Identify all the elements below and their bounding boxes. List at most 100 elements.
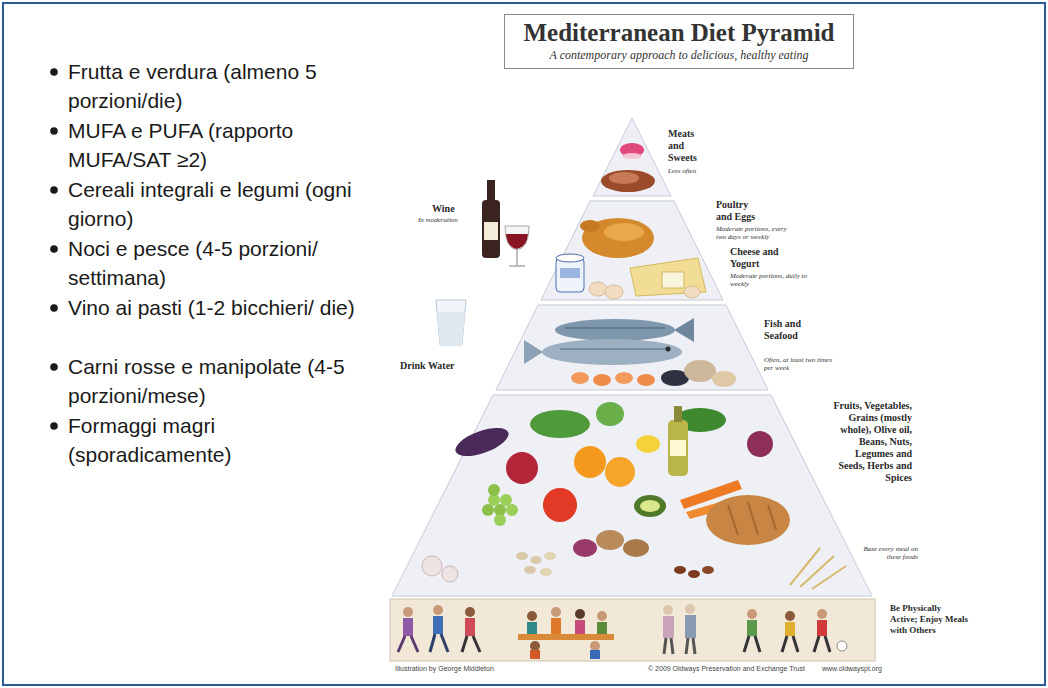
people-figure [747, 609, 757, 619]
website-note: www.oldwayspt.org [822, 664, 902, 673]
pyramid-tier [392, 395, 872, 596]
fish-seafood-food [571, 372, 589, 384]
plant-foods [540, 568, 552, 576]
people-figure [551, 618, 561, 634]
plant-foods [524, 566, 536, 574]
plant-foods [530, 410, 590, 438]
wine-bottle-glass [484, 222, 498, 240]
people-figure [685, 604, 695, 614]
plant-foods [768, 505, 776, 530]
bullet-dot [50, 127, 58, 135]
diet-guideline: Carni rosse e manipolate (4-5 porzioni/m… [68, 352, 368, 410]
title-box: Mediterranean Diet PyramidA contemporary… [504, 14, 853, 69]
fish-seafood-food [637, 374, 655, 386]
wine-bottle-glass [506, 234, 528, 249]
figure-frame [3, 3, 1045, 685]
plant-foods [605, 457, 635, 487]
people-figure [527, 611, 537, 621]
meats-sweets-food [622, 153, 642, 159]
people-figure [597, 611, 607, 621]
plant-foods [422, 402, 846, 589]
plant-foods [748, 502, 758, 535]
plant-foods [670, 440, 686, 456]
people-figure [817, 609, 827, 619]
people-figure [686, 638, 688, 654]
poultry-cheese-food [560, 268, 580, 278]
people-figure [462, 636, 467, 652]
plant-foods [574, 446, 606, 478]
people-figure [747, 620, 757, 636]
plant-foods [500, 494, 512, 506]
plant-foods [596, 402, 624, 426]
water-glass [436, 300, 466, 345]
bullet-dot [50, 68, 58, 76]
people-figure [793, 636, 798, 652]
plant-foods [674, 406, 682, 422]
people-figure [403, 618, 413, 636]
fish-seafood-food [666, 347, 671, 352]
people-figure [433, 605, 443, 615]
diet-guideline: Cereali integrali e legumi (ogni giorno) [68, 175, 368, 233]
plant-foods [543, 488, 577, 522]
wine-bottle-glass [509, 265, 525, 267]
people-figure [433, 616, 443, 634]
wine-bottle-glass [505, 226, 529, 250]
meats-sweets-food [601, 143, 655, 192]
tier-note: Less often [668, 167, 720, 175]
plant-foods [640, 500, 660, 512]
plant-foods [494, 514, 506, 526]
activity-band [390, 599, 875, 661]
diet-guideline: Formaggi magri (sporadicamente) [68, 411, 368, 469]
people-figure [597, 622, 607, 634]
meats-sweets-food [601, 170, 655, 192]
fish-seafood-food [524, 340, 543, 364]
poultry-cheese-food [589, 282, 607, 296]
fish-seafood-food [560, 348, 670, 350]
bullet-dot [50, 245, 58, 253]
pyramid-tier [593, 118, 671, 196]
fish-seafood-food [524, 318, 736, 387]
fish-seafood-food [565, 327, 665, 329]
meats-sweets-food [609, 172, 639, 184]
people-figure [551, 607, 561, 617]
diagram-title: Mediterranean Diet Pyramid [523, 18, 834, 48]
tier-label: Poultry and Eggs [716, 199, 766, 223]
tier-label: Cheese and Yogurt [730, 246, 786, 270]
plant-foods [634, 495, 666, 517]
plant-foods [747, 431, 773, 457]
plant-foods [488, 484, 500, 496]
fish-seafood-food [593, 374, 611, 386]
plant-foods [800, 556, 834, 587]
band-label: Be Physically Active; Enjoy Meals with O… [890, 603, 970, 636]
tier-note: Often, at least two times per week [764, 356, 838, 372]
plant-foods [506, 452, 538, 484]
bullet-dot [50, 363, 58, 371]
people-figure [685, 615, 696, 638]
people-figure [755, 636, 760, 652]
tier-label: Fruits, Vegetables, Grains (mostly whole… [832, 400, 912, 484]
plant-foods [573, 539, 597, 557]
plant-foods [728, 505, 738, 535]
pyramid-tier [392, 118, 872, 596]
people-figure [782, 636, 787, 652]
people-figure [785, 611, 795, 621]
bullet-dot [50, 68, 58, 430]
people-figure [465, 607, 475, 617]
poultry-cheese-food [605, 285, 623, 299]
tier-label: Fish and Seafood [764, 318, 808, 342]
plant-foods [706, 495, 790, 545]
plant-foods [702, 566, 714, 574]
plant-foods [422, 556, 442, 576]
tier-label: Meats and Sweets [668, 128, 708, 164]
pyramid-tier [541, 201, 723, 300]
people-figure [575, 609, 585, 619]
people-figure [693, 638, 695, 654]
people-figure [785, 622, 795, 636]
plant-foods [596, 530, 624, 550]
fish-seafood-food [542, 339, 682, 365]
water-label: Drink Water [400, 360, 480, 372]
people-figure [814, 636, 819, 652]
bullet-dot [50, 422, 58, 430]
plant-foods [452, 422, 512, 462]
plant-foods [516, 552, 528, 560]
